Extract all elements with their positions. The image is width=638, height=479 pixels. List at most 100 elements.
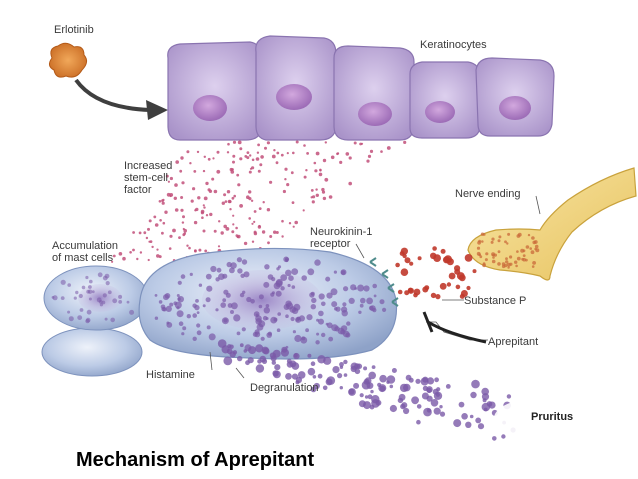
particle bbox=[248, 197, 252, 201]
particle bbox=[260, 155, 264, 159]
particle bbox=[220, 231, 224, 235]
particle bbox=[253, 311, 260, 318]
particle bbox=[67, 310, 71, 314]
particle bbox=[391, 368, 397, 373]
particle bbox=[318, 172, 323, 177]
particle bbox=[497, 239, 501, 243]
particle bbox=[208, 333, 216, 341]
particle bbox=[126, 300, 130, 304]
particle bbox=[81, 285, 86, 290]
particle bbox=[285, 314, 289, 319]
page-caption: Mechanism of Aprepitant bbox=[76, 449, 315, 471]
particle bbox=[239, 157, 243, 161]
particle bbox=[430, 292, 437, 299]
particle bbox=[253, 220, 256, 223]
degranulation-particles bbox=[217, 339, 516, 441]
particle bbox=[356, 363, 363, 370]
particle bbox=[164, 210, 168, 214]
particle bbox=[372, 308, 377, 313]
particle bbox=[262, 315, 268, 321]
particle bbox=[301, 336, 306, 341]
particle bbox=[67, 283, 71, 287]
particle bbox=[196, 311, 200, 314]
particle bbox=[481, 402, 491, 412]
particle bbox=[471, 379, 480, 389]
particle bbox=[237, 140, 242, 145]
keratinocytes bbox=[167, 35, 555, 141]
particle bbox=[276, 278, 283, 286]
particle bbox=[206, 325, 211, 330]
particle bbox=[174, 208, 179, 212]
particle bbox=[196, 330, 202, 336]
particle bbox=[147, 258, 150, 262]
particle bbox=[265, 304, 270, 308]
particle bbox=[205, 273, 212, 280]
particle bbox=[366, 297, 373, 305]
particle bbox=[483, 233, 486, 236]
particle bbox=[253, 210, 257, 213]
particle bbox=[469, 414, 474, 419]
particle bbox=[284, 257, 290, 262]
particle bbox=[292, 330, 296, 334]
particle bbox=[497, 262, 501, 266]
particle bbox=[275, 161, 279, 165]
particle bbox=[313, 382, 320, 390]
particle bbox=[482, 263, 486, 268]
particle bbox=[324, 177, 329, 182]
particle bbox=[110, 317, 115, 323]
particle bbox=[291, 201, 295, 205]
particle bbox=[277, 312, 282, 316]
particle bbox=[148, 219, 152, 223]
particle bbox=[291, 373, 299, 380]
particle bbox=[448, 272, 456, 280]
particle bbox=[276, 151, 280, 155]
particle bbox=[89, 279, 93, 284]
particle bbox=[51, 296, 55, 299]
particle bbox=[432, 388, 439, 395]
particle bbox=[310, 196, 313, 199]
particle bbox=[285, 269, 292, 277]
particle bbox=[525, 245, 530, 249]
particle bbox=[339, 160, 343, 164]
particle bbox=[413, 288, 421, 296]
particle bbox=[203, 155, 206, 158]
particle bbox=[181, 332, 185, 336]
particle bbox=[369, 149, 374, 153]
particle bbox=[358, 310, 362, 314]
particle bbox=[223, 193, 227, 197]
particle bbox=[498, 235, 502, 239]
particle bbox=[274, 364, 281, 371]
particle bbox=[85, 275, 89, 280]
particle bbox=[239, 147, 243, 151]
particle bbox=[346, 321, 351, 326]
particle bbox=[176, 310, 184, 318]
particle bbox=[426, 387, 432, 394]
particle bbox=[196, 323, 201, 328]
particle bbox=[161, 201, 165, 205]
particle bbox=[291, 307, 299, 314]
particle bbox=[472, 269, 477, 274]
particle bbox=[223, 289, 229, 295]
particle bbox=[202, 229, 206, 233]
particle bbox=[254, 331, 261, 338]
particle bbox=[97, 272, 103, 278]
particle bbox=[204, 249, 208, 253]
particle bbox=[215, 308, 219, 312]
pruritus-glow bbox=[494, 396, 610, 440]
particle bbox=[368, 371, 377, 380]
particle bbox=[328, 195, 333, 199]
particle bbox=[269, 235, 273, 238]
particle bbox=[232, 223, 235, 226]
stem-cell-factor-dots bbox=[111, 140, 407, 264]
particle bbox=[488, 401, 496, 409]
particle bbox=[364, 377, 372, 384]
particle bbox=[267, 331, 272, 336]
particle bbox=[239, 292, 245, 298]
particle bbox=[213, 189, 218, 194]
particle bbox=[60, 279, 66, 285]
particle bbox=[310, 361, 316, 367]
particle bbox=[382, 307, 387, 312]
particle bbox=[226, 190, 231, 194]
particle bbox=[216, 169, 221, 174]
